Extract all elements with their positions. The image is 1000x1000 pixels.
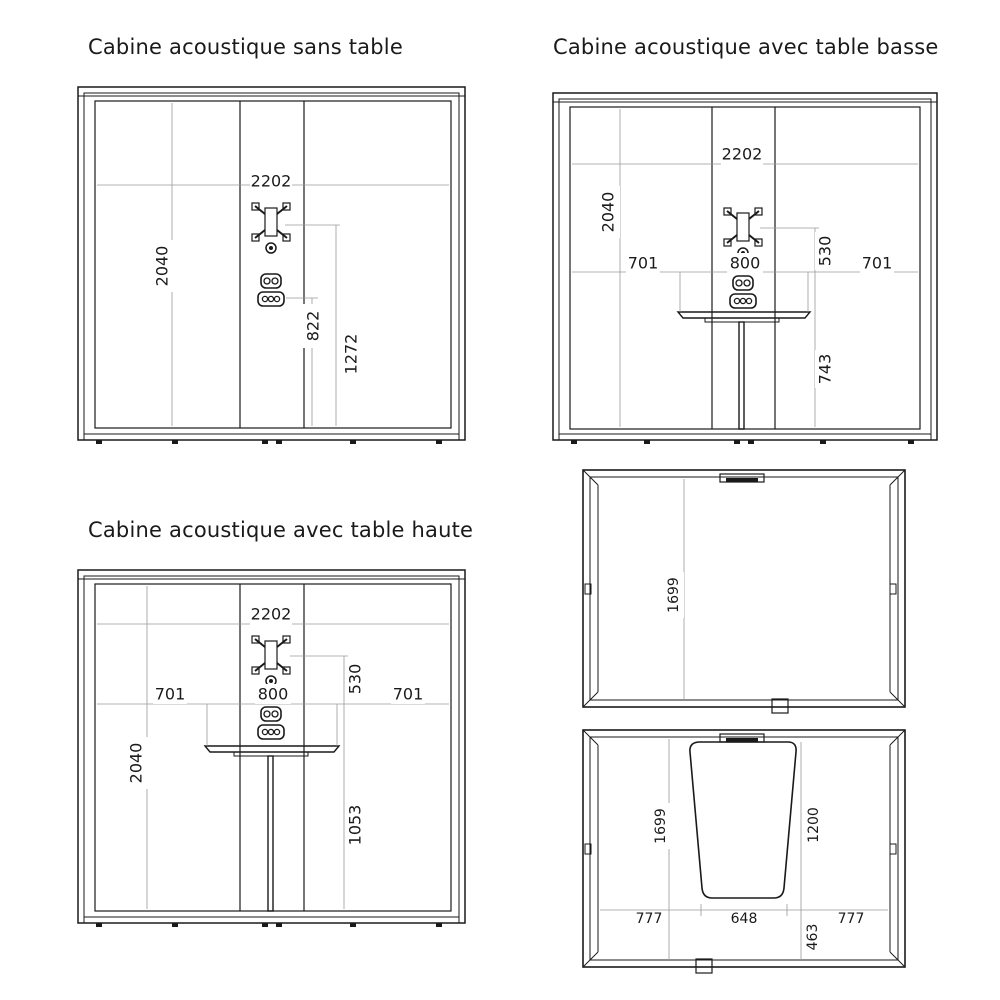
dim-right: 777 <box>838 911 865 927</box>
dim-left: 701 <box>628 254 659 273</box>
dim-height: 2040 <box>599 192 618 233</box>
title-table-haute: Cabine acoustique avec table haute <box>88 518 474 542</box>
dim-table-width: 800 <box>730 254 761 273</box>
dim-width: 2202 <box>722 145 763 164</box>
dim-depth: 1699 <box>653 808 669 844</box>
dim-socket-height: 822 <box>304 311 323 342</box>
dim-right: 701 <box>862 254 893 273</box>
dim-left: 701 <box>155 685 186 704</box>
dim-height: 2040 <box>127 743 146 784</box>
cabin-elevation-sans-table <box>77 86 466 444</box>
plan-view-empty <box>582 469 906 714</box>
dim-table-height: 743 <box>816 354 835 385</box>
dim-gap: 463 <box>805 924 821 951</box>
dim-table-height: 1053 <box>346 805 365 846</box>
dim-right: 701 <box>393 685 424 704</box>
dim-table-depth: 1200 <box>806 807 822 843</box>
dim-depth: 1699 <box>666 577 682 613</box>
dim-height: 2040 <box>153 246 172 287</box>
dim-screen-height: 1272 <box>342 334 361 375</box>
cabin-elevation-table-haute <box>77 569 466 927</box>
plan-view-table <box>582 729 906 974</box>
title-sans-table: Cabine acoustique sans table <box>88 35 403 59</box>
dim-left: 777 <box>636 911 663 927</box>
dim-width: 2202 <box>251 172 292 191</box>
dim-screen-offset: 530 <box>346 664 365 695</box>
dim-table-width: 800 <box>258 685 289 704</box>
title-table-basse: Cabine acoustique avec table basse <box>553 35 939 59</box>
dim-screen-offset: 530 <box>816 236 835 267</box>
dim-width: 2202 <box>251 605 292 624</box>
dim-table-width: 648 <box>731 911 758 927</box>
